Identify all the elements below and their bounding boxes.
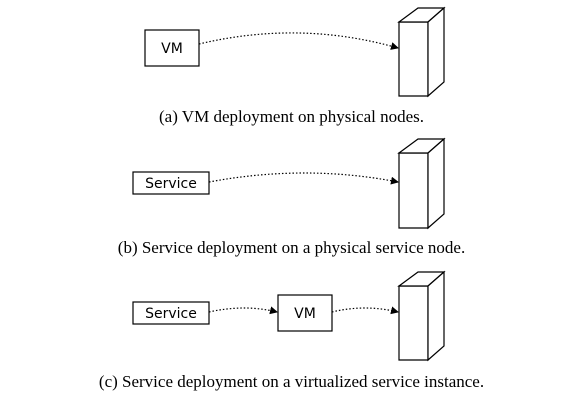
service-to-vm-arrow [208, 306, 278, 315]
panel-c: Service VM (c) Service deployment on a v… [0, 264, 583, 395]
service-box-label: Service [145, 306, 197, 322]
deployment-arrow [198, 32, 399, 50]
deployment-arrow [208, 172, 399, 185]
physical-node-icon [397, 6, 446, 98]
vm-to-node-arrow [331, 306, 399, 315]
caption-a: (a) VM deployment on physical nodes. [158, 107, 425, 126]
caption-c: (c) Service deployment on a virtualized … [98, 372, 485, 391]
vm-box: VM [277, 294, 333, 332]
vm-box-label: VM [161, 41, 183, 57]
panel-b-diagram: Service [132, 137, 446, 230]
service-box: Service [132, 301, 210, 325]
physical-node-icon [397, 137, 446, 230]
vm-box-label: VM [294, 306, 316, 322]
service-box: Service [132, 171, 210, 195]
panel-b: Service (b) Service deployment on a phys… [0, 130, 583, 260]
panel-a-diagram: VM [144, 6, 446, 98]
physical-node-icon [397, 270, 446, 362]
service-box-label: Service [145, 176, 197, 192]
panel-c-diagram: Service VM [132, 270, 446, 362]
caption-b: (b) Service deployment on a physical ser… [117, 238, 466, 257]
vm-box: VM [144, 29, 200, 67]
panel-a: VM (a) VM deployment on physical nodes. [0, 0, 583, 128]
